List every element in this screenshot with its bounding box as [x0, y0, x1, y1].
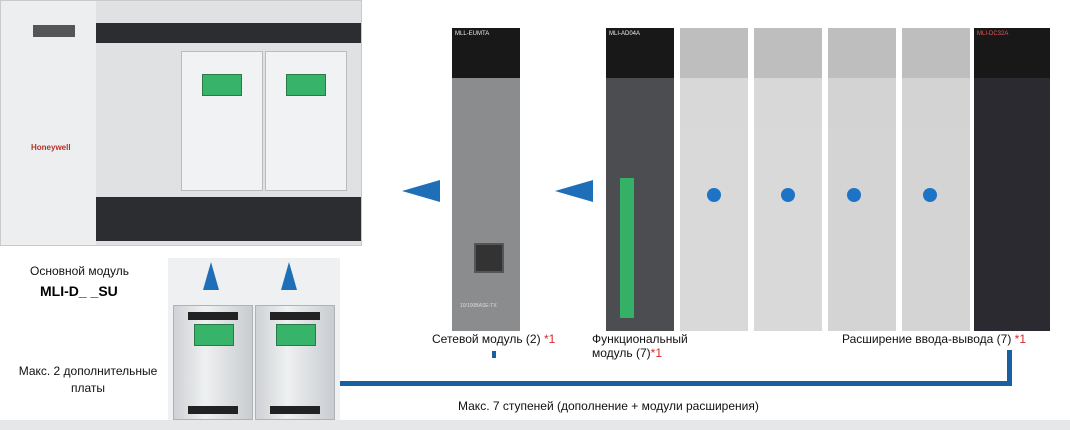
terminal-block: [286, 74, 326, 96]
io-module-body: [974, 78, 1050, 331]
terminal-block: [276, 324, 316, 346]
terminal-block: [194, 324, 234, 346]
function-module-image: MLI-AD04A: [606, 28, 674, 331]
stages-bracket-end: [1007, 350, 1012, 386]
placeholder-dot-icon: [781, 188, 795, 202]
arrow-left-icon: [402, 180, 440, 202]
main-module-top-bar: [96, 23, 361, 43]
port-label: 10/100BASE-TX: [460, 303, 497, 309]
module-body: [902, 78, 970, 331]
main-module-image: Honeywell: [0, 0, 362, 246]
module-body: [680, 78, 748, 331]
board-notch: [188, 406, 238, 414]
io-expansion-module-image: MLI-DC32A: [974, 28, 1050, 331]
function-module-label: Функциональный модуль (7)*1: [592, 332, 702, 360]
expansion-boards-label: Макс. 2 дополнительные платы: [18, 364, 158, 395]
stages-bracket-line: [340, 381, 1012, 386]
io-module-faded: [902, 28, 970, 331]
arrow-up-icon: [281, 262, 297, 290]
label-text: Сетевой модуль (2): [432, 332, 541, 346]
function-module-faded: [754, 28, 822, 331]
placeholder-dot-icon: [707, 188, 721, 202]
brand-logo: Honeywell: [31, 143, 71, 152]
main-module-display: [33, 25, 75, 37]
label-text: Функциональный модуль (7): [592, 332, 688, 360]
option-slot-2: [265, 51, 347, 191]
module-head: [680, 28, 748, 78]
main-module-left-panel: [1, 1, 96, 245]
note-marker: *1: [543, 332, 556, 346]
network-module-head: MLL-EUMTA: [452, 28, 520, 78]
module-body: [754, 78, 822, 331]
network-module-label: Сетевой модуль (2) *1: [432, 332, 555, 346]
placeholder-dot-icon: [847, 188, 861, 202]
label-text: Расширение ввода-вывода (7): [842, 332, 1012, 346]
io-module-faded: [828, 28, 896, 331]
module-body: [828, 78, 896, 331]
function-module-faded: [680, 28, 748, 331]
io-expansion-label: Расширение ввода-вывода (7) *1: [842, 332, 1026, 346]
note-marker: *1: [650, 346, 662, 360]
placeholder-dot-icon: [923, 188, 937, 202]
network-module-image: MLL-EUMTA 10/100BASE-TX: [452, 28, 520, 331]
terminal-block: [202, 74, 242, 96]
board-notch: [270, 406, 320, 414]
connector-mark: [492, 351, 496, 358]
main-module-bottom-bar: [96, 197, 361, 241]
main-module-label: Основной модуль: [30, 264, 129, 278]
function-module-head: MLI-AD04A: [606, 28, 674, 78]
bottom-band: [0, 420, 1070, 430]
network-module-body: 10/100BASE-TX: [452, 78, 520, 331]
arrow-up-icon: [203, 262, 219, 290]
main-module-model: MLI-D_ _SU: [40, 283, 118, 299]
module-head: [828, 28, 896, 78]
note-marker: *1: [1014, 332, 1027, 346]
board-notch: [188, 312, 238, 320]
function-module-body: [606, 78, 674, 331]
expansion-board-1: [173, 305, 253, 420]
option-slot-1: [181, 51, 263, 191]
module-head: [754, 28, 822, 78]
terminal-strip: [620, 178, 634, 318]
ethernet-port-icon: [474, 243, 504, 273]
stages-label: Макс. 7 ступеней (дополнение + модули ра…: [458, 399, 759, 413]
board-notch: [270, 312, 320, 320]
expansion-board-2: [255, 305, 335, 420]
io-module-head: MLI-DC32A: [974, 28, 1050, 78]
module-head: [902, 28, 970, 78]
arrow-left-icon: [555, 180, 593, 202]
